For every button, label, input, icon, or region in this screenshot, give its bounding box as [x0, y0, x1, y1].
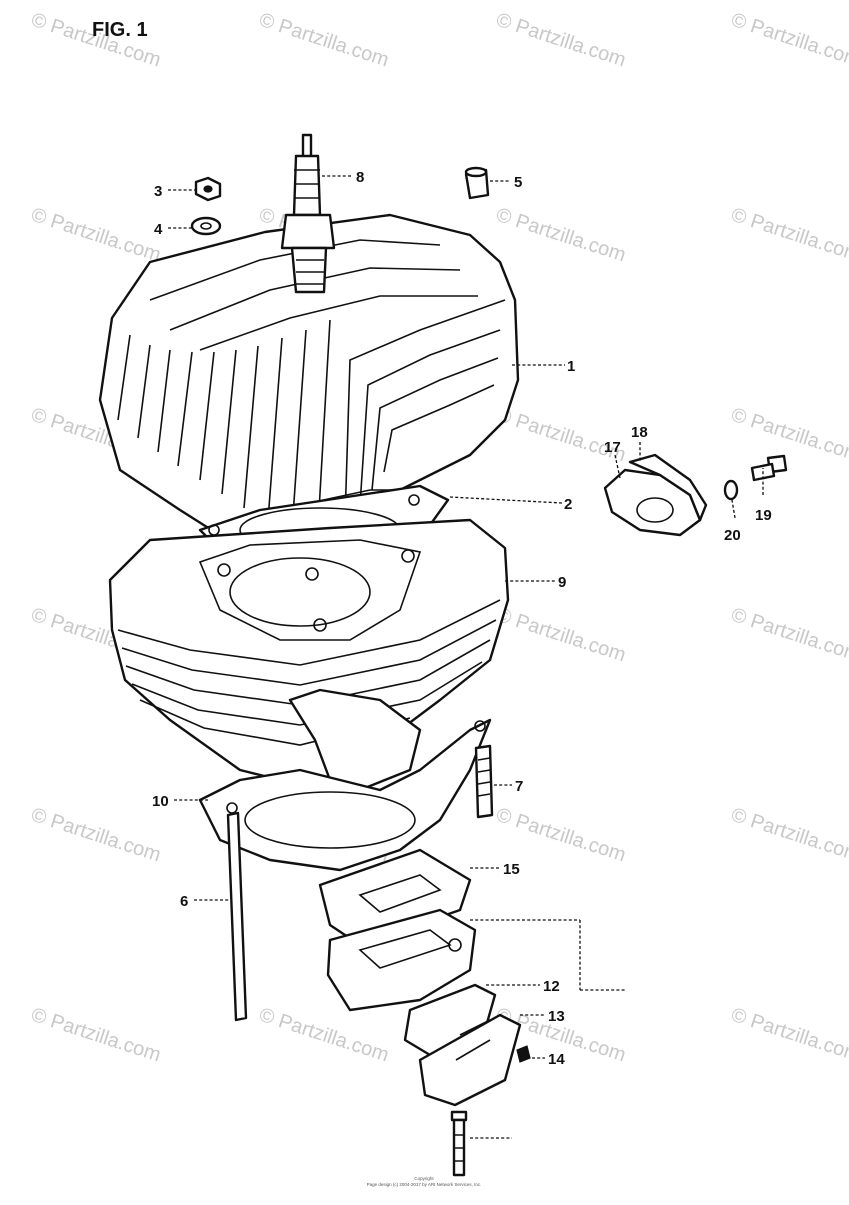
reed-screw: [516, 1045, 531, 1063]
callout-20: 20: [724, 527, 741, 544]
intake-gasket: [318, 848, 472, 947]
watermark-text: © Partzilla.com: [28, 804, 163, 867]
oil-union-flange: [603, 453, 708, 537]
head-washer: [190, 216, 222, 236]
watermark-text: © Partzilla.com: [728, 804, 849, 867]
callout-3: 3: [154, 183, 162, 200]
callout-13: 13: [548, 1008, 565, 1025]
callout-17: 17: [604, 439, 621, 456]
watermark-text: © Partzilla.com: [493, 804, 628, 867]
spark-plug: [280, 133, 336, 294]
watermark-text: © Partzilla.com: [256, 9, 391, 72]
callout-labels: 1 2 3 4 5 6 7 8 9 10 12 13 14 15 17 18 1…: [152, 169, 772, 1068]
head-nut: [194, 176, 222, 202]
figure-title: FIG. 1: [92, 19, 148, 41]
callout-9: 9: [558, 574, 566, 591]
callout-19: 19: [755, 507, 772, 524]
stud-long: [226, 811, 248, 1022]
base-gasket: [198, 718, 492, 872]
callout-1: 1: [567, 358, 575, 375]
reed-valve-block: [326, 908, 477, 1012]
watermark-text: © Partzilla.com: [728, 604, 849, 667]
watermark-text: © Partzilla.com: [728, 204, 849, 267]
watermark-text: © Partzilla.com: [728, 1004, 849, 1067]
callout-4: 4: [154, 221, 163, 238]
callout-7: 7: [515, 778, 523, 795]
watermark-text: © Partzilla.com: [28, 204, 163, 267]
intake-bolt: [450, 1110, 468, 1177]
watermark-text: © Partzilla.com: [28, 1004, 163, 1067]
footer-credit: Page design (c) 2004-2017 by ARI Network…: [367, 1182, 482, 1187]
union-bolt: [750, 454, 788, 482]
footer-copyright: Copyright: [414, 1176, 434, 1181]
callout-15: 15: [503, 861, 520, 878]
watermark-text: © Partzilla.com: [256, 1004, 391, 1067]
cap: [464, 166, 490, 200]
watermark-text: © Partzilla.com: [493, 404, 628, 467]
union-washer: [723, 479, 739, 501]
callout-2: 2: [564, 496, 572, 513]
watermark-text: © Partzilla.com: [493, 604, 628, 667]
callout-8: 8: [356, 169, 364, 186]
watermark-text: © Partzilla.com: [493, 204, 628, 267]
dowel-pin: [474, 744, 494, 819]
callout-6: 6: [180, 893, 188, 910]
callout-18: 18: [631, 424, 648, 441]
watermark-text: © Partzilla.com: [493, 9, 628, 72]
callout-10: 10: [152, 793, 169, 810]
callout-14: 14: [548, 1051, 565, 1068]
callout-5: 5: [514, 174, 522, 191]
cylinder: [108, 518, 510, 792]
callout-12: 12: [543, 978, 560, 995]
watermark-text: © Partzilla.com: [728, 9, 849, 72]
leader-lines: [168, 175, 764, 1139]
reed-plate: [403, 983, 522, 1107]
watermark-text: © Partzilla.com: [728, 404, 849, 467]
